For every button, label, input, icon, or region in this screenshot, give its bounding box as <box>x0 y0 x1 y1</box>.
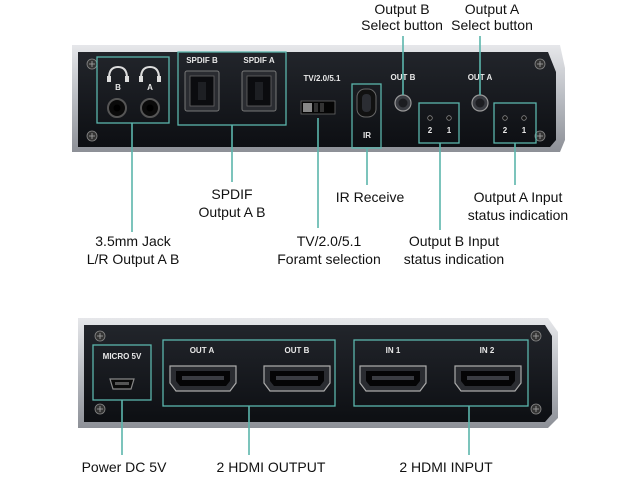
callout-spdif-line2: Output A B <box>199 204 266 220</box>
out-b-led-2 <box>427 115 433 121</box>
bottom-device: MICRO 5V OUT A OUT B IN 1 IN 2 <box>78 318 558 428</box>
micro-usb-label: MICRO 5V <box>103 352 142 361</box>
top-leader-lines <box>131 36 516 232</box>
jack-a-port <box>140 98 160 118</box>
bottom-screw-br <box>530 403 542 415</box>
callout-output-a-select-line1: Output A <box>465 1 520 17</box>
bottom-screw-bl <box>94 403 106 415</box>
callout-jack-line1: 3.5mm Jack <box>95 233 171 249</box>
headphone-a-icon <box>139 65 161 82</box>
callout-output-b-status-line2: status indication <box>404 251 504 267</box>
hdmi-input-highlight <box>353 339 529 407</box>
hdmi-out-b-label: OUT B <box>285 346 310 355</box>
hdmi-in-1-port <box>359 365 427 392</box>
callout-output-b-select-line2: Select button <box>361 17 443 33</box>
out-b-led-2-label: 2 <box>428 126 433 135</box>
out-b-led-1 <box>446 115 452 121</box>
callout-power: Power DC 5V <box>82 459 167 475</box>
callout-format-line2: Foramt selection <box>277 251 380 267</box>
hdmi-in-2-label: IN 2 <box>480 346 495 355</box>
output-b-leds-highlight <box>418 102 460 144</box>
bottom-screw-tr <box>530 330 542 342</box>
callout-hdmi-output: 2 HDMI OUTPUT <box>217 459 326 475</box>
bottom-leader-lines <box>121 400 470 455</box>
headphone-a-label: A <box>147 83 153 92</box>
jack-b-port <box>107 98 127 118</box>
top-device: B A SPDIF B SPDIF A TV/2.0/5.1 <box>72 45 565 152</box>
callout-format-line1: TV/2.0/5.1 <box>297 233 362 249</box>
hdmi-out-a-port <box>169 365 237 392</box>
spdif-b-port <box>184 70 220 112</box>
top-screw-bl <box>86 130 98 142</box>
out-a-led-1-label: 1 <box>522 126 527 135</box>
ir-receiver-window <box>356 88 377 118</box>
hdmi-out-a-label: OUT A <box>190 346 215 355</box>
out-a-led-1 <box>521 115 527 121</box>
callout-output-a-select-line2: Select button <box>451 17 533 33</box>
bottom-screw-tl <box>94 330 106 342</box>
headphone-b-icon <box>107 65 129 82</box>
headphone-jacks-highlight <box>96 56 170 124</box>
out-a-led-2-label: 2 <box>503 126 508 135</box>
hdmi-in-1-label: IN 1 <box>386 346 401 355</box>
callout-output-a-status-line2: status indication <box>468 207 568 223</box>
callout-spdif-line1: SPDIF <box>211 186 252 202</box>
micro-usb-port <box>109 378 135 390</box>
spdif-b-label: SPDIF B <box>186 56 218 65</box>
headphone-b-label: B <box>115 83 121 92</box>
callout-output-b-select-line1: Output B <box>374 1 429 17</box>
spdif-a-port <box>241 70 277 112</box>
output-b-select-button[interactable] <box>394 94 412 112</box>
callout-output-a-status-line1: Output A Input <box>474 189 563 205</box>
callout-ir-receive: IR Receive <box>336 189 405 205</box>
top-screw-tl <box>86 58 98 70</box>
output-a-select-button[interactable] <box>471 94 489 112</box>
callout-hdmi-input: 2 HDMI INPUT <box>399 459 493 475</box>
out-b-led-1-label: 1 <box>447 126 452 135</box>
out-a-led-2 <box>502 115 508 121</box>
ir-label: IR <box>363 131 371 140</box>
hdmi-out-b-port <box>263 365 331 392</box>
callout-output-b-status-line1: Output B Input <box>409 233 499 249</box>
format-slide-switch[interactable] <box>300 100 336 115</box>
top-screw-tr <box>534 58 546 70</box>
format-switch-label: TV/2.0/5.1 <box>304 74 341 83</box>
hdmi-in-2-port <box>454 365 522 392</box>
callout-jack-line2: L/R Output A B <box>87 251 180 267</box>
spdif-a-label: SPDIF A <box>243 56 274 65</box>
top-screw-br <box>534 130 546 142</box>
